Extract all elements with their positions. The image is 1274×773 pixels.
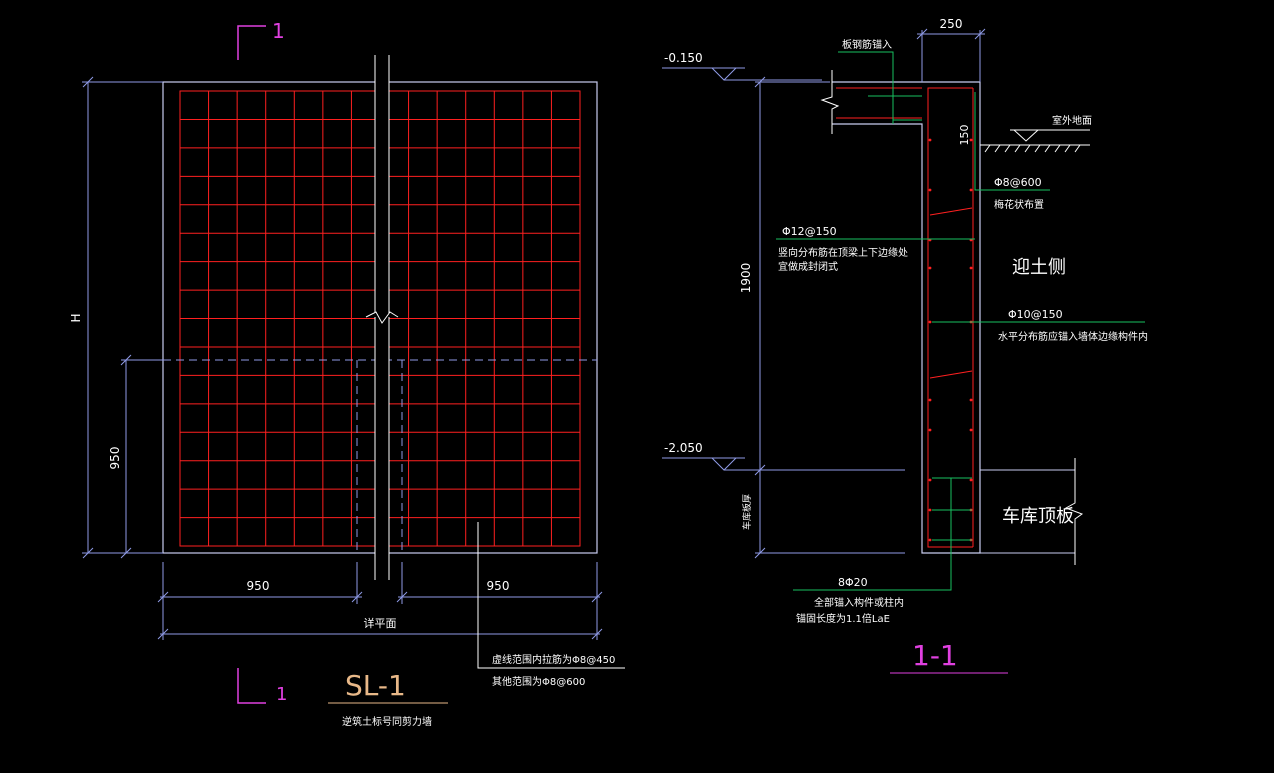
height-label: H — [69, 313, 83, 322]
left-width-label: 950 — [247, 579, 270, 593]
vertical-rebar-label: Φ12@150 — [782, 225, 837, 238]
level-top-label: -0.150 — [664, 51, 703, 65]
wall-height-label: 1900 — [739, 263, 753, 294]
ground-symbol — [980, 129, 1090, 153]
bottom-rebar-note-2: 锚固长度为1.1倍LaE — [796, 612, 890, 625]
wall-height-dimension — [754, 76, 905, 559]
horizontal-rebar-label: Φ10@150 — [1008, 308, 1063, 321]
tie-label: Φ8@600 — [994, 176, 1042, 189]
ground-label: 室外地面 — [1052, 114, 1092, 127]
right-width-label: 950 — [487, 579, 510, 593]
garage-slab-label: 车库顶板 — [1002, 506, 1074, 527]
section-cut-mark-top — [237, 25, 266, 60]
wall-section: 250 -0.150 -2.050 1900 车库板厚 — [662, 17, 1148, 674]
span-label: 详平面 — [364, 616, 397, 630]
wall-thickness-label: 250 — [940, 17, 963, 31]
slab-break-symbol — [820, 70, 840, 134]
bottom-rebar-label: 8Φ20 — [838, 576, 868, 589]
wall-elevation: 1 1 H 950 — [69, 19, 625, 728]
height-dimension — [82, 76, 163, 559]
bottom-rebar-note-1: 全部锚入构件或柱内 — [814, 596, 904, 609]
level-symbol-top — [662, 67, 822, 81]
top-dim-label: 150 — [958, 125, 971, 146]
section-rebar-dots — [928, 138, 973, 542]
section-cut-mark-bottom — [237, 668, 266, 704]
section-cut-number-top: 1 — [272, 19, 285, 43]
garage-slab-break — [1064, 458, 1084, 565]
top-rebar-note: 板钢筋锚入 — [842, 38, 892, 51]
wall-thickness-dimension — [916, 28, 986, 82]
level-symbol-bottom — [662, 457, 905, 471]
top-slab-outline — [832, 81, 923, 140]
vertical-rebar-note-2: 宜做成封闭式 — [778, 260, 838, 273]
slab-thickness-label: 车库板厚 — [741, 494, 753, 530]
drawing-title-elevation: SL-1 — [345, 669, 406, 702]
subtitle-elevation: 逆筑土标号同剪力墙 — [342, 715, 432, 728]
break-zigzag — [365, 311, 399, 324]
bottom-dimensions — [157, 562, 603, 640]
note-line-2: 其他范围为Φ8@600 — [492, 675, 585, 688]
level-bottom-label: -2.050 — [664, 441, 703, 455]
note-leader — [477, 522, 625, 669]
section-leaders — [776, 51, 1145, 591]
soil-side-label: 迎土侧 — [1012, 257, 1066, 278]
tie-note: 梅花状布置 — [994, 198, 1044, 211]
drawing-title-section: 1-1 — [912, 639, 958, 672]
opening-height-label: 950 — [108, 447, 122, 470]
opening-height-dimension — [120, 354, 163, 559]
vertical-rebar-note-1: 竖向分布筋在顶梁上下边缘处 — [778, 246, 908, 259]
horizontal-rebar-note: 水平分布筋应锚入墙体边缘构件内 — [998, 330, 1148, 343]
section-cut-number-bottom: 1 — [276, 684, 287, 705]
note-line-1: 虚线范围内拉筋为Φ8@450 — [492, 653, 615, 666]
